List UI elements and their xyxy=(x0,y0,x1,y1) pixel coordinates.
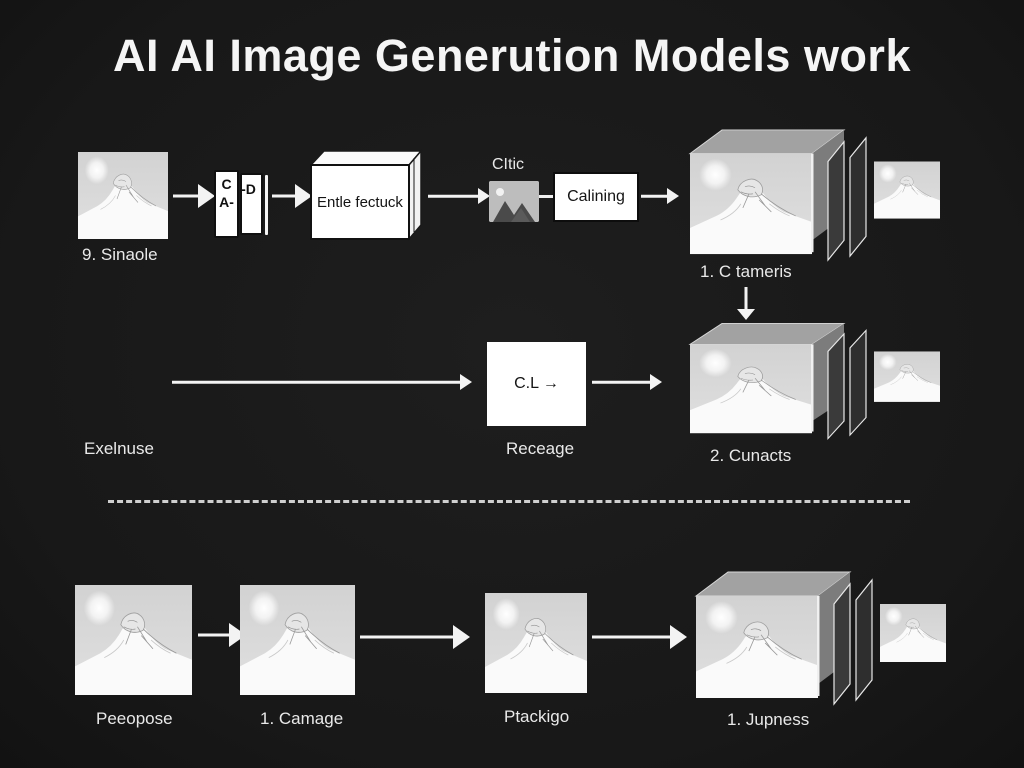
token-top: C xyxy=(221,176,232,192)
arrow-right-icon xyxy=(360,625,470,649)
arrow-right-icon xyxy=(173,184,215,208)
image-caption: Ptackigo xyxy=(504,707,570,726)
token-box-edge xyxy=(265,175,268,235)
diagram-title: AI AI Image Generution Models work xyxy=(113,30,911,81)
mountain-image xyxy=(240,585,355,695)
image-caption: 1. Camage xyxy=(260,709,344,728)
mountain-image xyxy=(78,152,168,239)
arrow-right-icon xyxy=(641,184,679,208)
process-box-label: Calining xyxy=(567,188,625,205)
token-right: -D xyxy=(241,181,256,197)
encoder-box-3d xyxy=(309,148,423,241)
stack-caption: 1. Jupness xyxy=(727,710,810,729)
picture-icon xyxy=(489,181,539,222)
arrow-down-icon xyxy=(734,287,758,320)
mountain-image xyxy=(75,585,192,695)
image-caption: Peeopose xyxy=(96,709,173,728)
stack-caption: 2. Cunacts xyxy=(710,446,792,465)
thumb-caption: CItic xyxy=(492,156,524,173)
connector-line xyxy=(539,195,553,198)
token-bottom: A- xyxy=(219,193,234,210)
image-stack xyxy=(682,126,944,264)
stack-caption: 1. C tameris xyxy=(700,262,792,281)
arrow-right-icon xyxy=(592,625,687,649)
dashed-divider xyxy=(108,500,910,503)
arrow-right-icon xyxy=(428,184,490,208)
image-caption: 9. Sinaole xyxy=(82,245,158,264)
arrow-right-icon xyxy=(172,370,472,394)
row2-left-caption: Exelnuse xyxy=(84,439,154,458)
process-box: C.L → xyxy=(487,342,586,426)
process-caption: Receage xyxy=(506,439,575,458)
process-box: Calining xyxy=(553,172,639,222)
token-box-left: C A- xyxy=(214,170,239,238)
arrow-right-icon xyxy=(592,370,662,394)
image-stack xyxy=(682,320,944,442)
mountain-image xyxy=(485,593,587,693)
process-box-label: C.L → xyxy=(514,375,559,392)
arrow-right-icon xyxy=(272,184,312,208)
image-stack xyxy=(688,568,950,708)
token-box-right: -D xyxy=(240,173,263,235)
arrow-right-icon xyxy=(198,623,246,647)
encoder-box-label: Entle fectuck xyxy=(317,193,403,211)
